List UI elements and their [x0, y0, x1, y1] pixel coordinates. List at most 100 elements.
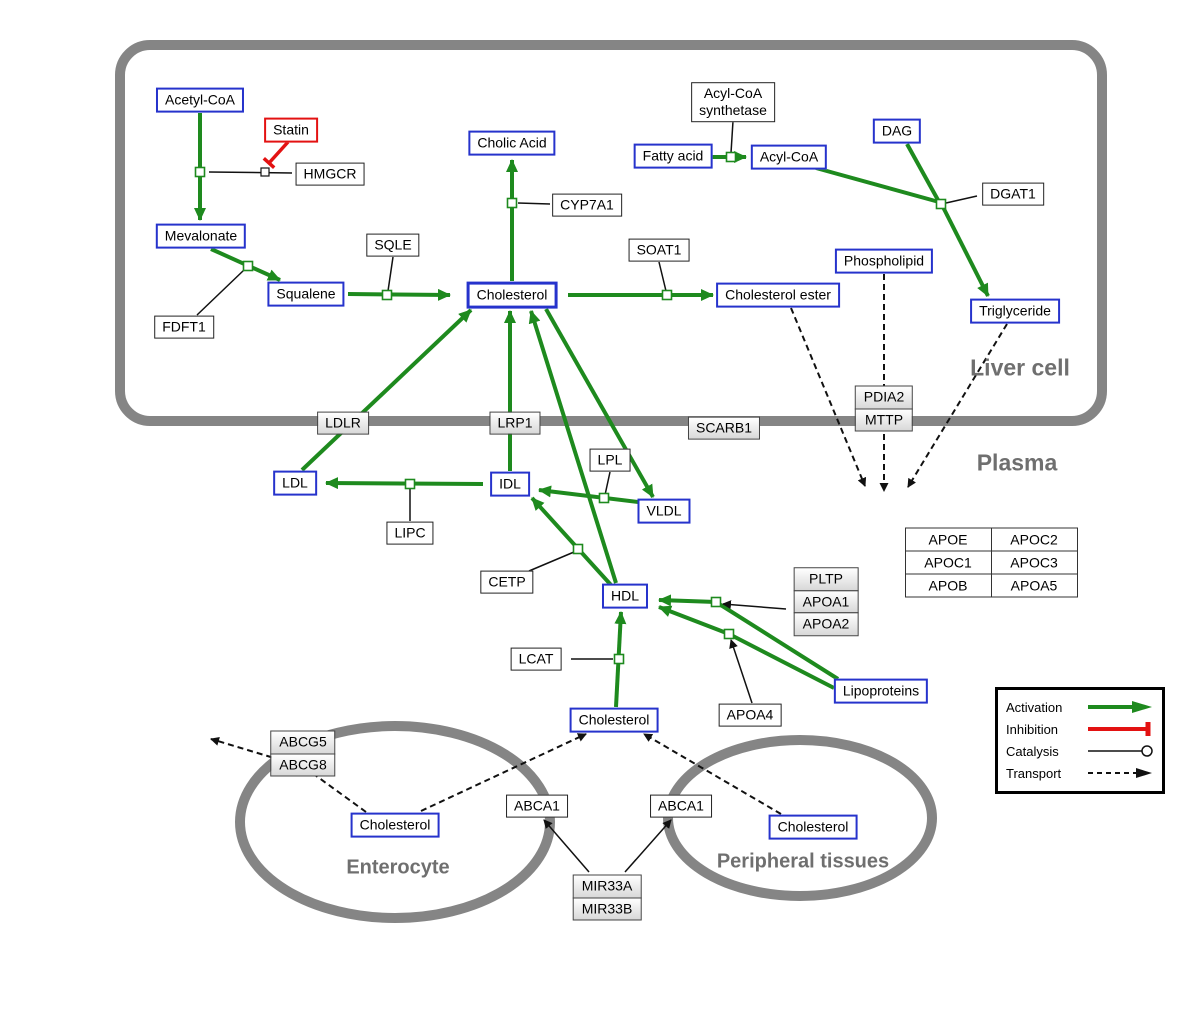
node-pltp[interactable]: PLTP: [793, 567, 859, 591]
anchor-cetp: [572, 543, 584, 555]
node-cetp[interactable]: CETP: [480, 570, 534, 594]
edge-hmgcr-catalysis: [208, 171, 293, 174]
node-apoa5[interactable]: APOA5: [990, 573, 1078, 597]
node-apoc1[interactable]: APOC1: [904, 550, 992, 574]
edge-acylcoasynthetase-catalysis: [730, 120, 734, 154]
statin-inhibition-tbar: [262, 157, 276, 169]
catalysis-edges: [196, 120, 978, 660]
anchor-fdft1: [242, 260, 254, 272]
node-mevalonate[interactable]: Mevalonate: [155, 223, 247, 249]
node-cholesterol-enterocyte[interactable]: Cholesterol: [350, 812, 440, 838]
node-lcat[interactable]: LCAT: [510, 647, 562, 671]
anchor-sqle: [381, 289, 393, 301]
node-lipc[interactable]: LIPC: [386, 521, 434, 545]
node-group-abcg5-abcg8: ABCG5 ABCG8: [270, 730, 336, 777]
node-abca1-right[interactable]: ABCA1: [650, 794, 712, 818]
node-cholesterol-liver[interactable]: Cholesterol: [466, 281, 558, 309]
node-squalene[interactable]: Squalene: [267, 281, 345, 307]
liver-cell-label: Liver cell: [970, 354, 1070, 381]
node-apoa2[interactable]: APOA2: [793, 612, 859, 636]
anchor-hmgcr: [194, 166, 206, 178]
node-lpl[interactable]: LPL: [589, 448, 631, 472]
node-soat1[interactable]: SOAT1: [628, 238, 690, 262]
node-dgat1[interactable]: DGAT1: [982, 182, 1044, 206]
anchor-dgat1: [935, 198, 947, 210]
legend-transport-label: Transport: [1006, 765, 1062, 781]
peripheral-tissues-label: Peripheral tissues: [716, 850, 890, 873]
edge-dgat1junction-triglyceride: [941, 206, 990, 297]
node-abcg5[interactable]: ABCG5: [270, 730, 336, 754]
node-triglyceride[interactable]: Triglyceride: [970, 298, 1060, 324]
legend-inhibition-label: Inhibition: [1006, 721, 1059, 737]
activation-edges: [194, 113, 990, 708]
node-mir33b[interactable]: MIR33B: [572, 897, 642, 921]
inhibition-tbar-icon: [1088, 722, 1151, 736]
legend-row-transport: Transport: [1006, 762, 1154, 784]
node-abca1-left[interactable]: ABCA1: [506, 794, 568, 818]
edge-idl-ldl: [325, 477, 484, 490]
node-fatty-acid[interactable]: Fatty acid: [633, 143, 713, 169]
node-apoc2[interactable]: APOC2: [990, 527, 1078, 551]
node-abcg8[interactable]: ABCG8: [270, 753, 336, 777]
node-phospholipid[interactable]: Phospholipid: [834, 248, 934, 274]
catalysis-circle-icon: [1088, 745, 1153, 757]
node-ldl[interactable]: LDL: [273, 470, 317, 496]
legend-catalysis-label: Catalysis: [1006, 743, 1059, 759]
node-hdl[interactable]: HDL: [601, 583, 649, 609]
node-group-pdia2-mttp: PDIA2 MTTP: [854, 385, 914, 432]
edge-pltp-apoa-group-hdl: [722, 600, 787, 610]
edge-triglyceride-plasma: [907, 323, 1008, 488]
legend-row-activation: Activation: [1006, 696, 1154, 718]
enterocyte-label: Enterocyte: [346, 856, 450, 879]
node-pdia2[interactable]: PDIA2: [854, 385, 914, 409]
transport-edges: [210, 274, 1008, 815]
edge-dag-dgat1junction: [905, 143, 940, 201]
node-statin[interactable]: Statin: [264, 117, 318, 143]
node-apoc3[interactable]: APOC3: [990, 550, 1078, 574]
node-acetyl-coa[interactable]: Acetyl-CoA: [155, 87, 245, 113]
node-lipoproteins[interactable]: Lipoproteins: [833, 678, 929, 704]
activation-arrow-icon: [1088, 701, 1152, 713]
anchor-lipc: [404, 478, 416, 490]
node-apoe[interactable]: APOE: [904, 527, 992, 551]
transport-dashed-arrow-icon: [1088, 768, 1152, 778]
edge-hdl-cholesterol: [528, 310, 618, 584]
node-acyl-coa-synthetase[interactable]: Acyl-CoA synthetase: [691, 82, 775, 122]
edge-hdl-idl-via-cetp: [530, 496, 613, 587]
edge-apoa4-hdl: [729, 639, 753, 704]
edge-enterocyte-cholesterol-efflux-abcg: [210, 736, 367, 813]
edge-peripheral-cholesterol-abca1: [643, 733, 782, 815]
node-apoa1[interactable]: APOA1: [793, 589, 859, 614]
edge-sqle-catalysis: [387, 256, 394, 292]
edge-cetp-catalysis: [528, 551, 575, 572]
node-cyp7a1[interactable]: CYP7A1: [552, 193, 622, 217]
node-cholesterol-peripheral[interactable]: Cholesterol: [768, 814, 858, 840]
node-sqle[interactable]: SQLE: [366, 233, 420, 257]
node-mir33a[interactable]: MIR33A: [572, 874, 642, 898]
inhibition-edges: [262, 140, 290, 169]
edge-dgat1-catalysis: [945, 195, 978, 204]
node-cholic-acid[interactable]: Cholic Acid: [468, 130, 556, 156]
anchor-lcat: [613, 653, 625, 665]
node-hmgcr[interactable]: HMGCR: [295, 162, 365, 186]
edge-squalene-cholesterol: [347, 288, 451, 301]
node-lrp1[interactable]: LRP1: [489, 411, 541, 435]
anchor-pltp-group: [710, 596, 722, 608]
node-fdft1[interactable]: FDFT1: [154, 315, 214, 339]
node-mttp[interactable]: MTTP: [854, 408, 914, 432]
node-ldlr[interactable]: LDLR: [317, 411, 369, 435]
node-dag[interactable]: DAG: [872, 118, 922, 144]
node-cholesterol-ester[interactable]: Cholesterol ester: [716, 282, 840, 308]
node-idl[interactable]: IDL: [490, 471, 530, 497]
node-scarb1[interactable]: SCARB1: [687, 416, 761, 440]
acyl-coa-synthetase-line2: synthetase: [699, 102, 767, 118]
node-apoa4[interactable]: APOA4: [718, 703, 782, 727]
node-apob[interactable]: APOB: [904, 573, 992, 597]
node-cholesterol-plasma[interactable]: Cholesterol: [569, 707, 659, 733]
edge-ldl-cholesterol-via-ldlr: [300, 308, 473, 472]
edge-mir33-abca1-left: [543, 819, 590, 873]
node-acyl-coa[interactable]: Acyl-CoA: [750, 144, 828, 170]
node-vldl[interactable]: VLDL: [637, 498, 691, 524]
plasma-label: Plasma: [976, 449, 1058, 476]
